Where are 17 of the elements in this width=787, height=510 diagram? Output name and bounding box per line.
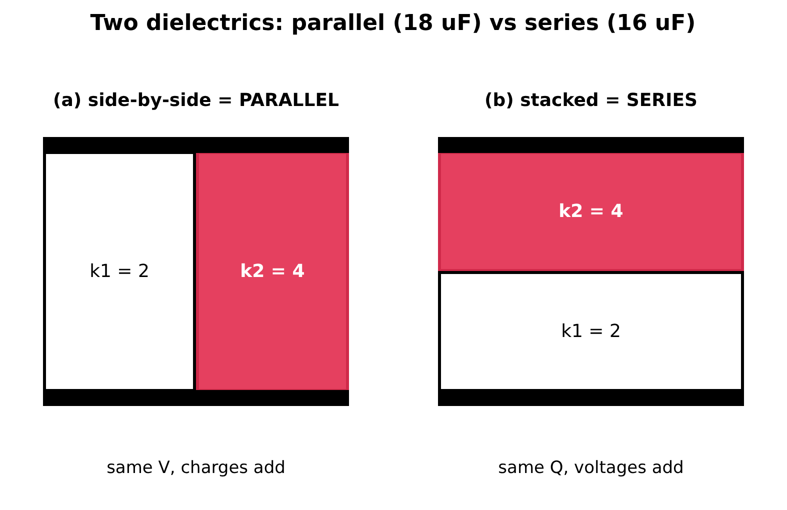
- dielectric-constant-label: k2 = 4: [240, 261, 305, 282]
- dielectric-slab: [438, 271, 744, 392]
- capacitor-plate: [438, 390, 744, 406]
- dielectric-slab: [196, 151, 349, 392]
- caption-text: same Q, voltages add: [498, 458, 684, 478]
- caption-text: same V, charges add: [106, 458, 286, 478]
- diagram-title: Two dielectrics: parallel (18 uF) vs series (16 uF): [90, 11, 696, 36]
- dielectric-constant-label: k2 = 4: [558, 201, 624, 222]
- dielectric-constant-label: k1 = 2: [90, 261, 150, 282]
- panel-heading: (a) side-by-side = PARALLEL: [53, 90, 339, 111]
- dielectric-constant-label: k1 = 2: [561, 321, 621, 342]
- dielectric-slab: [438, 151, 744, 272]
- panel-heading: (b) stacked = SERIES: [484, 90, 698, 111]
- capacitor-plate: [43, 137, 349, 153]
- capacitor-plate: [43, 390, 349, 406]
- dielectric-slab: [43, 151, 196, 392]
- capacitor-plate: [438, 137, 744, 153]
